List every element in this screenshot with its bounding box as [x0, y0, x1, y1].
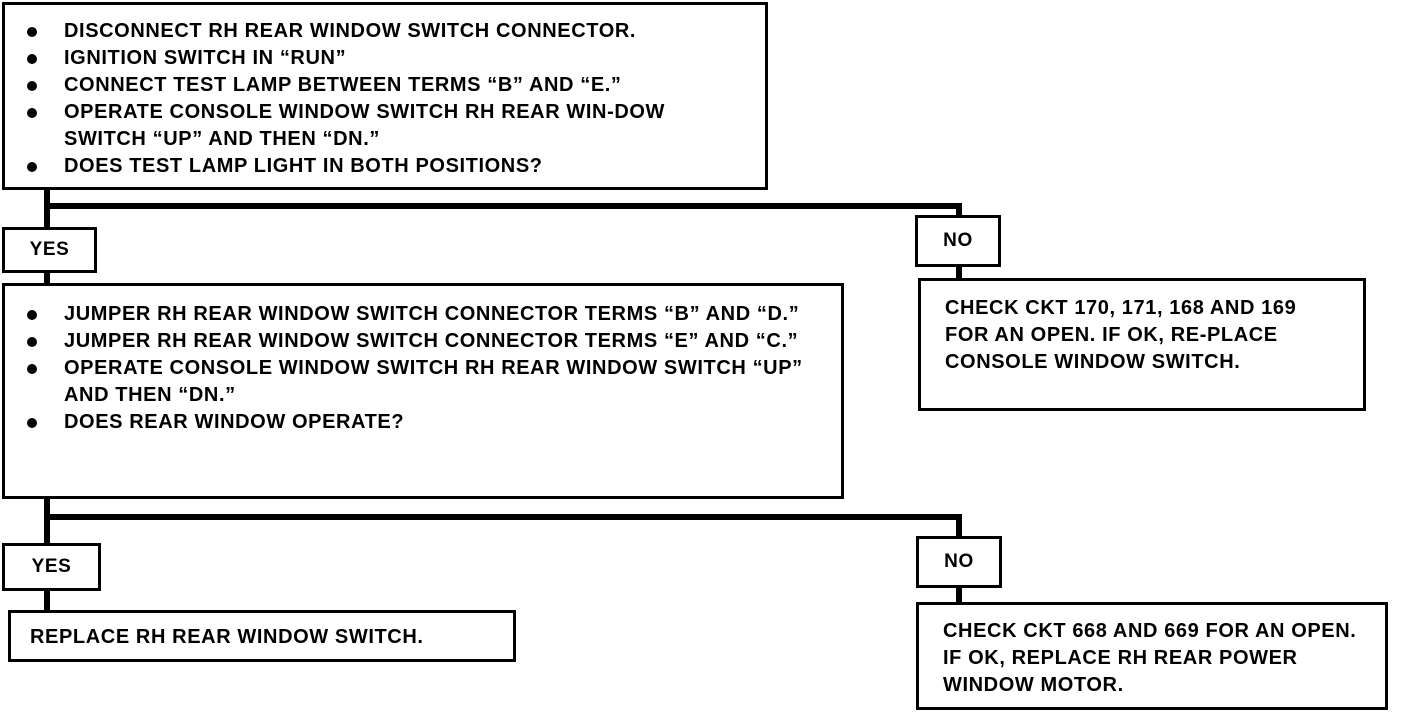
no-label: NO — [915, 215, 1001, 267]
step1-item: CONNECT TEST LAMP BETWEEN TERMS “B” AND … — [27, 72, 755, 99]
no-label: NO — [916, 536, 1002, 588]
no-result-box-1: CHECK CKT 170, 171, 168 AND 169 FOR AN O… — [918, 278, 1366, 411]
connector-line — [956, 514, 962, 538]
connector-line — [44, 497, 50, 545]
connector-line — [44, 203, 962, 209]
no-result-box-2: CHECK CKT 668 AND 669 FOR AN OPEN. IF OK… — [916, 602, 1388, 710]
connector-line — [956, 203, 962, 217]
yes-label: YES — [2, 227, 97, 273]
step2-list: JUMPER RH REAR WINDOW SWITCH CONNECTOR T… — [27, 301, 831, 436]
step2-item: JUMPER RH REAR WINDOW SWITCH CONNECTOR T… — [27, 328, 824, 355]
yes-result-box: REPLACE RH REAR WINDOW SWITCH. — [8, 610, 516, 662]
step1-box: DISCONNECT RH REAR WINDOW SWITCH CONNECT… — [2, 2, 768, 190]
connector-line — [44, 589, 50, 613]
step2-item: OPERATE CONSOLE WINDOW SWITCH RH REAR WI… — [27, 355, 804, 409]
step2-box: JUMPER RH REAR WINDOW SWITCH CONNECTOR T… — [2, 283, 844, 499]
step1-item: OPERATE CONSOLE WINDOW SWITCH RH REAR WI… — [27, 99, 714, 153]
step1-item: IGNITION SWITCH IN “RUN” — [27, 45, 755, 72]
connector-line — [44, 514, 962, 520]
yes-label: YES — [2, 543, 101, 591]
connector-line — [956, 264, 962, 280]
connector-line — [956, 585, 962, 605]
step1-item: DISCONNECT RH REAR WINDOW SWITCH CONNECT… — [27, 18, 755, 45]
step1-item: DOES TEST LAMP LIGHT IN BOTH POSITIONS? — [27, 153, 755, 180]
step2-item: DOES REAR WINDOW OPERATE? — [27, 409, 831, 436]
step1-list: DISCONNECT RH REAR WINDOW SWITCH CONNECT… — [27, 18, 755, 180]
connector-line — [44, 271, 50, 285]
step2-item: JUMPER RH REAR WINDOW SWITCH CONNECTOR T… — [27, 301, 824, 328]
